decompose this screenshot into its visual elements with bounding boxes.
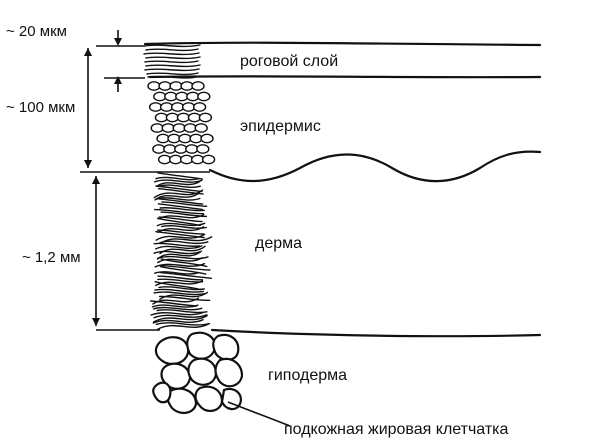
epidermis-cell xyxy=(187,92,199,100)
dermis-fiber xyxy=(156,323,209,325)
horny-layer-scales xyxy=(144,45,200,78)
epidermis-cell xyxy=(162,124,174,132)
epidermis-cell xyxy=(151,124,163,132)
epidermis-cell xyxy=(181,155,193,163)
dermis-bottom-line xyxy=(212,330,540,336)
epidermis-cell xyxy=(159,155,171,163)
epidermis-cell xyxy=(181,82,193,90)
dermis-fiber xyxy=(154,307,202,309)
dermis-fiber xyxy=(160,241,208,243)
epidermis-cell xyxy=(201,134,213,142)
epidermis-cell xyxy=(188,113,200,121)
label-hypodermis: гиподерма xyxy=(268,367,347,384)
epidermis-cell xyxy=(199,113,211,121)
epidermis-cell xyxy=(190,134,202,142)
epidermis-cell xyxy=(164,145,176,153)
epidermis-cell xyxy=(166,113,178,121)
epidermis-cell xyxy=(194,103,206,111)
surface-line xyxy=(145,43,540,45)
epidermis-cell xyxy=(172,103,184,111)
epidermis-cell xyxy=(177,113,189,121)
epidermis-cell xyxy=(165,92,177,100)
dermis-fiber xyxy=(154,243,199,246)
epidermis-cell xyxy=(157,134,169,142)
epidermis-cell xyxy=(197,145,209,153)
dermis-fiber xyxy=(162,226,207,229)
epidermis-cell xyxy=(161,103,173,111)
fat-pointer-line xyxy=(228,402,290,426)
epidermis-cell xyxy=(154,92,166,100)
epidermis-cell xyxy=(155,113,167,121)
epidermis-cell xyxy=(150,103,162,111)
epidermis-cell xyxy=(192,155,204,163)
label-dermis: дерма xyxy=(255,235,302,252)
dim-label-epidermis: ~ 100 мкм xyxy=(6,99,75,116)
dermis-fiber xyxy=(153,320,203,323)
epidermis-cell xyxy=(184,124,196,132)
epidermis-cell xyxy=(179,134,191,142)
dermis-fibers xyxy=(151,173,212,329)
label-horny-layer: роговой слой xyxy=(240,53,338,70)
label-subcutaneous-fat: подкожная жировая клетчатка xyxy=(284,421,509,438)
epidermis-cell xyxy=(195,124,207,132)
fat-cells xyxy=(153,333,242,413)
epidermis-cell xyxy=(153,145,165,153)
dim-label-horny: ~ 20 мкм xyxy=(6,23,67,40)
epidermis-cell xyxy=(148,82,160,90)
epidermis-cell xyxy=(192,82,204,90)
dermis-fiber xyxy=(155,180,202,182)
dermis-fiber xyxy=(157,223,204,225)
epidermis-bottom-wavy-line xyxy=(210,152,540,182)
epidermis-cell xyxy=(159,82,171,90)
epidermis-cell xyxy=(168,134,180,142)
epidermis-cell xyxy=(175,145,187,153)
epidermis-cell xyxy=(186,145,198,153)
epidermis-cells xyxy=(148,82,215,164)
epidermis-cell xyxy=(183,103,195,111)
epidermis-cell xyxy=(173,124,185,132)
epidermis-cell xyxy=(170,82,182,90)
epidermis-cell xyxy=(198,92,210,100)
epidermis-cell xyxy=(203,155,215,163)
dim-label-dermis: ~ 1,2 мм xyxy=(22,249,81,266)
epidermis-cell xyxy=(170,155,182,163)
label-epidermis: эпидермис xyxy=(240,118,321,135)
dermis-fiber xyxy=(154,315,207,318)
horny-layer-bottom-line xyxy=(150,76,540,77)
epidermis-cell xyxy=(176,92,188,100)
